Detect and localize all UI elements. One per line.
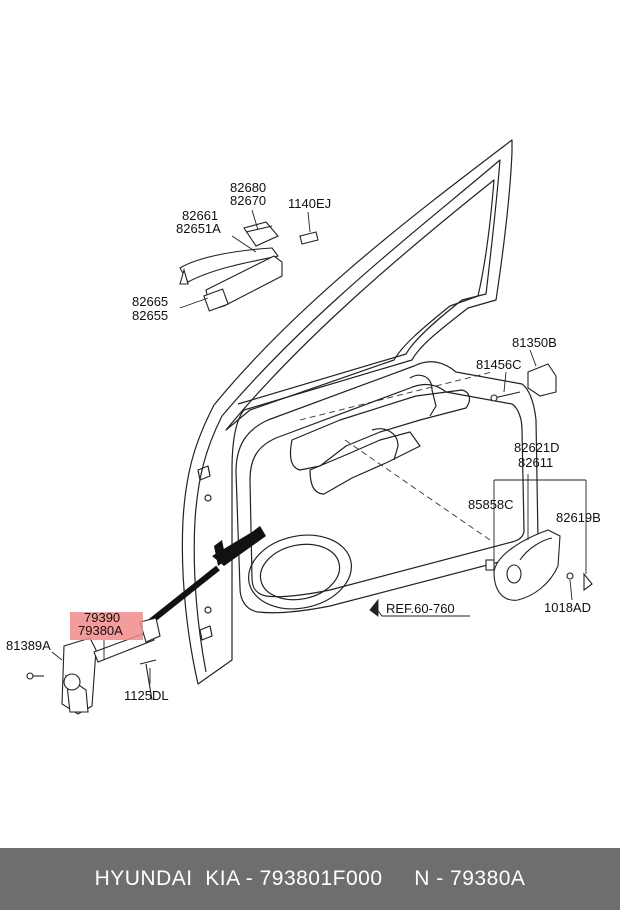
label-1125dl: 1125DL: [124, 688, 169, 703]
leader-dashed-lines: [299, 371, 493, 541]
label-82661: 82661: [182, 208, 218, 223]
label-82655: 82655: [132, 308, 168, 323]
label-ref: REF.60-760: [386, 601, 455, 616]
part-labels: 82680 82670 1140EJ 82661 82651A 82665 82…: [6, 180, 601, 703]
label-82680: 82680: [230, 180, 266, 195]
leader-lines: [51, 209, 587, 684]
door-checker-arm: [148, 526, 266, 625]
footer-part-number: HYUNDAI KIA - 793801F000 N - 79380A: [0, 848, 620, 910]
outside-handle-assembly: [179, 221, 319, 312]
label-1018ad: 1018AD: [544, 600, 591, 615]
lock-assembly: [490, 363, 557, 402]
label-81456c: 81456C: [476, 357, 522, 372]
label-79380a: 79380A: [78, 623, 123, 638]
label-79390: 79390: [84, 610, 120, 625]
label-85858c: 85858C: [468, 497, 514, 512]
label-81350b: 81350B: [512, 335, 557, 350]
label-1140ej: 1140EJ: [288, 196, 331, 211]
label-82651a: 82651A: [176, 221, 221, 236]
label-82670: 82670: [230, 193, 266, 208]
inside-handle-assembly: [485, 529, 593, 601]
label-82611: 82611: [518, 455, 553, 470]
label-82619b: 82619B: [556, 510, 601, 525]
label-82621d: 82621D: [514, 440, 560, 455]
door-frame: [181, 139, 539, 685]
highlight-box: [70, 612, 143, 640]
label-81389a: 81389A: [6, 638, 51, 653]
door-parts-diagram: 82680 82670 1140EJ 82661 82651A 82665 82…: [6, 139, 601, 715]
label-82665: 82665: [132, 294, 168, 309]
